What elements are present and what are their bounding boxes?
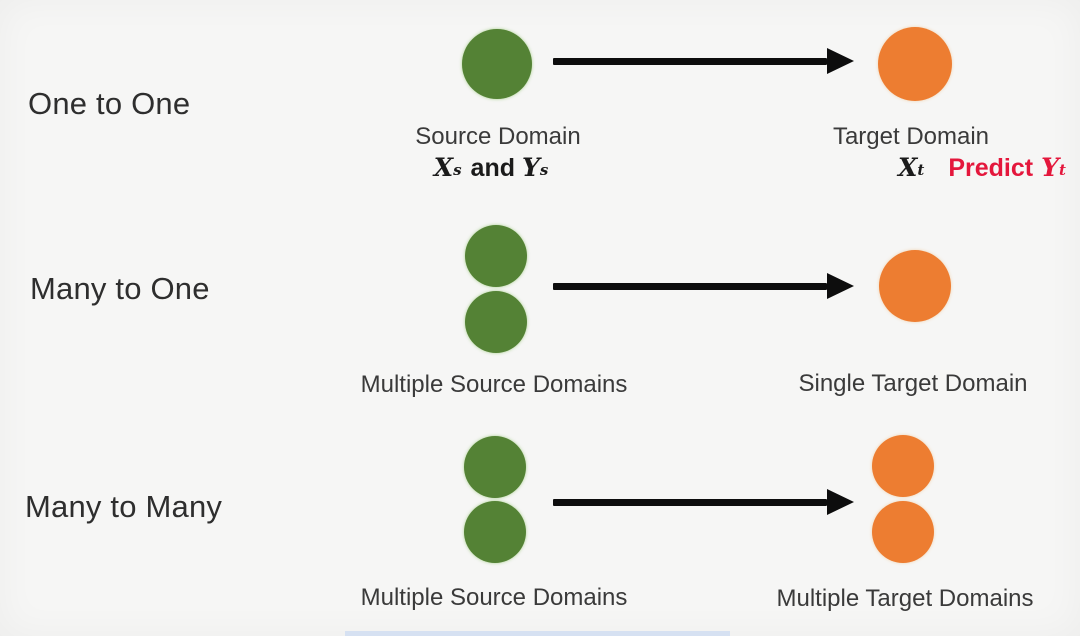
source-domain-circle-1: [465, 225, 527, 287]
multiple-source-domains-caption: Multiple Source Domains: [360, 584, 628, 611]
target-domain-caption: Target Domain: [832, 123, 990, 150]
arrow-head: [827, 273, 854, 299]
source-domain-circle-2: [465, 291, 527, 353]
arrow-right-icon: [553, 489, 854, 515]
row-label-one-to-one: One to One: [28, 86, 191, 121]
source-domain-circle-2: [464, 501, 526, 563]
single-target-domain-caption: Single Target Domain: [798, 370, 1028, 397]
math-x-target-subscript: t: [917, 161, 925, 179]
target-domain-circle: [878, 27, 952, 101]
math-and-word: and: [470, 154, 515, 182]
target-domain-circle-2: [872, 501, 934, 563]
math-x-source-subscript: s: [453, 161, 462, 179]
predict-word: Predict: [948, 154, 1034, 182]
math-y-target: Y: [1041, 153, 1059, 182]
multiple-source-domains-caption: Multiple Source Domains: [360, 371, 628, 398]
math-y-source: Y: [522, 153, 540, 182]
bottom-edge-artifact: [345, 631, 730, 636]
source-domain-circle: [462, 29, 532, 99]
math-y-target-subscript: t: [1058, 161, 1066, 179]
arrow-shaft: [553, 498, 827, 506]
row-label-many-to-many: Many to Many: [25, 489, 223, 524]
arrow-head: [827, 489, 854, 515]
arrow-right-icon: [553, 273, 854, 299]
multiple-target-domains-caption: Multiple Target Domains: [776, 585, 1034, 612]
math-x-target: X: [898, 153, 918, 182]
math-x-source: X: [433, 153, 454, 182]
target-domain-circle-1: [872, 435, 934, 497]
arrow-shaft: [553, 282, 827, 290]
source-domain-caption: Source Domain: [415, 123, 581, 150]
arrow-right-icon: [553, 48, 854, 74]
row-label-many-to-one: Many to One: [30, 271, 210, 306]
source-domain-circle-1: [464, 436, 526, 498]
target-domain-circle: [879, 250, 951, 322]
arrow-head: [827, 48, 854, 74]
arrow-shaft: [553, 57, 827, 65]
math-y-source-subscript: s: [539, 161, 549, 179]
